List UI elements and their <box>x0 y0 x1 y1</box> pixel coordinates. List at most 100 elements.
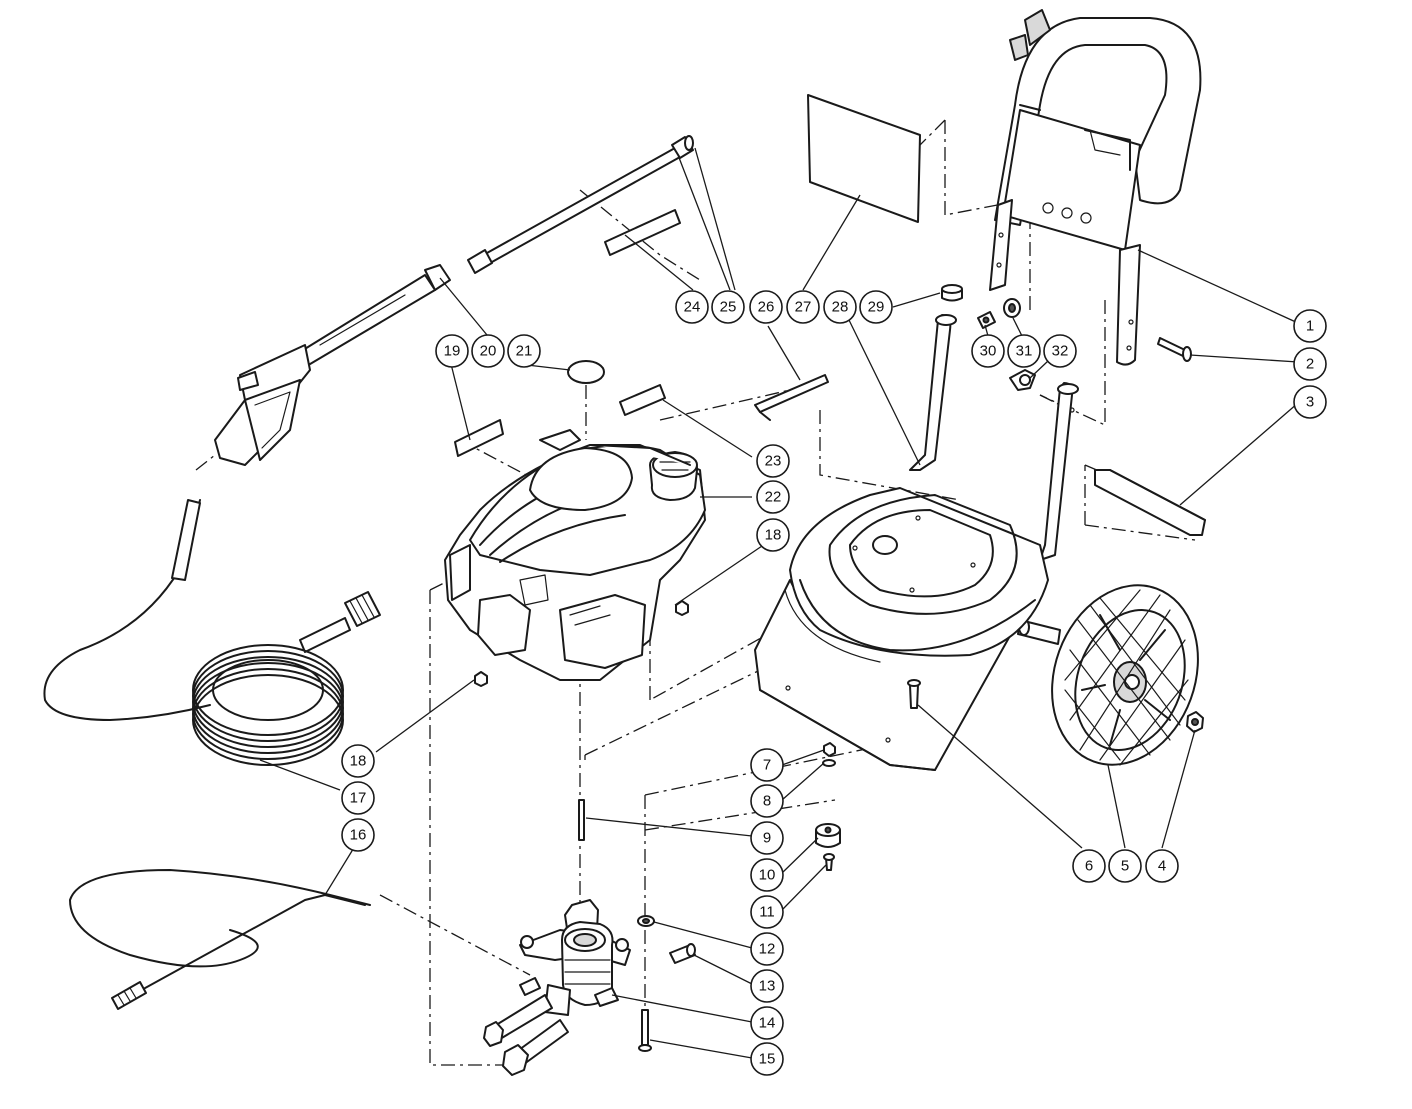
callout-22: 22 <box>756 480 790 514</box>
callout-circle <box>435 334 469 368</box>
callout-number: 22 <box>765 489 782 506</box>
callout-number: 18 <box>765 527 782 544</box>
washer-31 <box>1003 298 1021 318</box>
callout-19: 19 <box>435 334 469 368</box>
decal-26 <box>754 374 829 421</box>
callout-number: 31 <box>1016 343 1033 360</box>
callout-21: 21 <box>507 334 541 368</box>
callout-number: 1 <box>1306 318 1314 335</box>
callout-24: 24 <box>675 290 709 324</box>
callout-30: 30 <box>971 334 1005 368</box>
callout-number: 5 <box>1121 858 1129 875</box>
callout-circle <box>1293 385 1327 419</box>
knob-32 <box>1009 369 1036 391</box>
fitting-13 <box>669 943 696 964</box>
callout-circle <box>756 480 790 514</box>
callout-circle <box>750 1042 784 1076</box>
callout-number: 30 <box>980 343 997 360</box>
callout-circle <box>1007 334 1041 368</box>
callout-circle <box>341 781 375 815</box>
wheel <box>1051 584 1199 766</box>
decal-24 <box>604 209 681 256</box>
callout-circle <box>1293 347 1327 381</box>
engine-nut-left <box>474 671 488 687</box>
decal-21 <box>567 360 605 384</box>
callout-number: 18 <box>350 753 367 770</box>
callout-circle <box>823 290 857 324</box>
callout-circle <box>750 858 784 892</box>
callout-number: 32 <box>1052 343 1069 360</box>
callout-number: 23 <box>765 453 782 470</box>
callout-number: 29 <box>868 299 885 316</box>
callout-2: 2 <box>1293 347 1327 381</box>
callout-circle <box>750 821 784 855</box>
callout-circle <box>756 444 790 478</box>
cart-base <box>754 314 1079 771</box>
callout-circle <box>1293 309 1327 343</box>
engine <box>444 429 706 681</box>
washer-12 <box>637 915 655 927</box>
callout-number: 6 <box>1085 858 1093 875</box>
callout-1: 1 <box>1293 309 1327 343</box>
callout-circle <box>750 932 784 966</box>
callout-circle <box>675 290 709 324</box>
rubber-foot <box>815 823 841 871</box>
nut-washer <box>822 742 836 767</box>
hose-16 <box>69 869 371 1010</box>
callout-27: 27 <box>786 290 820 324</box>
pin <box>1157 337 1192 362</box>
callout-number: 8 <box>763 793 771 810</box>
callout-circle <box>471 334 505 368</box>
gun-hose <box>43 499 211 721</box>
callout-17: 17 <box>341 781 375 815</box>
callout-number: 10 <box>759 867 776 884</box>
leader-lines <box>259 147 1299 1059</box>
callout-circle <box>749 290 783 324</box>
callout-11: 11 <box>750 895 784 929</box>
callout-circle <box>711 290 745 324</box>
callout-15: 15 <box>750 1042 784 1076</box>
callout-circle <box>341 744 375 778</box>
handle-frame <box>989 9 1202 366</box>
callout-20: 20 <box>471 334 505 368</box>
callout-13: 13 <box>750 969 784 1003</box>
callout-circle <box>756 518 790 552</box>
callout-circle <box>750 784 784 818</box>
callout-18: 18 <box>341 744 375 778</box>
callout-32: 32 <box>1043 334 1077 368</box>
callout-4: 4 <box>1145 849 1179 883</box>
pin-9 <box>578 799 585 841</box>
callout-circle <box>786 290 820 324</box>
callout-7: 7 <box>750 748 784 782</box>
callout-number: 4 <box>1158 858 1166 875</box>
wheel-nut <box>1186 711 1204 733</box>
decal-27 <box>807 94 921 223</box>
callout-number: 12 <box>759 941 776 958</box>
callout-28: 28 <box>823 290 857 324</box>
callout-number: 16 <box>350 827 367 844</box>
callout-number: 13 <box>759 978 776 995</box>
spray-gun <box>214 264 451 466</box>
callout-circle <box>1072 849 1106 883</box>
callout-circle <box>750 969 784 1003</box>
decal-19 <box>454 419 504 457</box>
callout-3: 3 <box>1293 385 1327 419</box>
callout-number: 26 <box>758 299 775 316</box>
callout-31: 31 <box>1007 334 1041 368</box>
spray-lance <box>467 135 694 274</box>
callout-8: 8 <box>750 784 784 818</box>
callout-16: 16 <box>341 818 375 852</box>
callout-29: 29 <box>859 290 893 324</box>
callout-circle <box>750 895 784 929</box>
callout-circle <box>341 818 375 852</box>
callout-number: 27 <box>795 299 812 316</box>
callout-number: 7 <box>763 757 771 774</box>
callout-circle <box>507 334 541 368</box>
callout-number: 20 <box>480 343 497 360</box>
callout-number: 3 <box>1306 394 1314 411</box>
callout-number: 2 <box>1306 356 1314 373</box>
callout-number: 11 <box>759 904 775 921</box>
callout-circle <box>1043 334 1077 368</box>
callout-circle <box>750 1006 784 1040</box>
